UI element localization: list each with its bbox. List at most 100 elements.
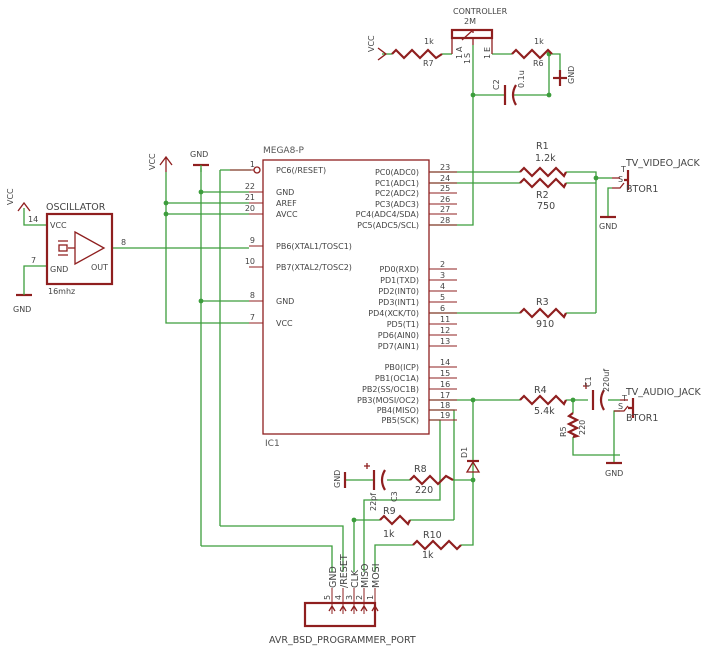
programmer-header-body <box>303 601 377 628</box>
mcu-pin-number: 20 <box>245 204 255 213</box>
junction-dot <box>470 92 476 98</box>
mcu-pin-number: 13 <box>440 337 450 346</box>
r5-value: 220 <box>578 420 587 435</box>
pot-pin-a: A <box>455 46 464 52</box>
mcu-pin-number: 15 <box>440 369 450 378</box>
junction-dot <box>351 517 357 523</box>
tv-video-jack: TV_VIDEO_JACK T S BTOR1 <box>612 158 700 195</box>
crystal-body <box>58 244 68 252</box>
audio-jack-s: S <box>618 402 623 411</box>
resistor-r5: R5 220 <box>559 412 587 439</box>
r5-ref: R5 <box>559 426 568 437</box>
video-jack-ref: BTOR1 <box>626 184 658 195</box>
resistor-r10: R10 1k <box>412 530 462 561</box>
diode-d1: D1 <box>460 447 481 473</box>
programmer-pin-number: 4 <box>334 595 343 600</box>
crystal-icon <box>58 240 68 256</box>
r7-ref: R7 <box>423 59 434 68</box>
vcc-arrow-icon <box>159 155 173 172</box>
mcu-ref: IC1 <box>265 439 280 449</box>
pot-pin-num: 1 <box>463 59 472 64</box>
oscillator-title: OSCILLATOR <box>46 202 106 213</box>
oscillator-body <box>45 212 114 286</box>
mcu-pin-number: 23 <box>440 163 450 172</box>
mcu-pin-number: 7 <box>250 313 255 322</box>
mcu-pin-number: 18 <box>440 401 450 410</box>
pin-arrow-icon <box>371 604 379 612</box>
mcu-pin-label: PD7(AIN1) <box>378 342 419 351</box>
capacitor-curved-plate <box>511 84 517 106</box>
resistor-zigzag-icon <box>519 394 567 406</box>
mcu-left-pins: 1PC6(/RESET)22GND21AREF20AVCC9PB6(XTAL1/… <box>230 160 352 328</box>
oscillator-pin-num: 8 <box>121 238 126 247</box>
programmer-pin-label: MOSI <box>371 563 382 588</box>
video-jack-t: T <box>620 165 626 174</box>
pot-pin-s: S <box>463 53 472 58</box>
mcu-pin-number: 28 <box>440 216 450 225</box>
r8-value: 220 <box>415 485 433 496</box>
d1-ref: D1 <box>460 447 469 458</box>
controller-potentiometer: CONTROLLER 2M A E S 1 1 1 <box>450 7 508 64</box>
mcu-pin-number: 24 <box>440 174 450 183</box>
resistor-r9: R9 1k <box>379 506 411 540</box>
mcu-pin-label: PD3(INT1) <box>378 298 419 307</box>
mcu-pin-number: 27 <box>440 205 450 214</box>
power-symbols: VCC GND VCC GND VCC GND GND GND GND <box>6 35 623 488</box>
r2-ref: R2 <box>536 190 549 201</box>
top-vcc-label: VCC <box>367 35 376 52</box>
resistor-r6: 1k R6 <box>511 37 553 68</box>
mcu-pin-label: PB2(SS/OC1B) <box>362 385 419 394</box>
plus-icon <box>583 383 589 389</box>
resistor-r8: R8 220 <box>409 464 454 496</box>
mcu-pin-label: PD6(AIN0) <box>378 331 419 340</box>
diode-triangle-icon <box>465 460 481 473</box>
resistor-r7: 1k R7 <box>391 37 443 68</box>
jack-contact-icon <box>614 399 629 412</box>
programmer-pin-label: /RESET <box>339 554 350 588</box>
resistor-zigzag-icon <box>519 166 567 178</box>
controller-title: CONTROLLER <box>453 7 508 16</box>
gnd-label: GND <box>190 150 208 159</box>
mcu-pin-label: AVCC <box>276 210 298 219</box>
r7-value: 1k <box>424 37 434 46</box>
mcu-pin-number: 5 <box>440 293 445 302</box>
oscillator-pin-num: 7 <box>31 256 36 265</box>
c2-ref: C2 <box>492 79 501 90</box>
capacitor-c2: C2 0.1u <box>492 70 526 106</box>
resistor-zigzag-icon <box>519 307 567 319</box>
buffer-triangle-icon <box>74 230 106 266</box>
pot-pin-e: E <box>483 47 492 52</box>
resistor-r2: R2 750 <box>519 177 567 212</box>
mcu-pin-number: 11 <box>440 315 450 324</box>
resistor-r3: R3 910 <box>519 297 567 330</box>
c3-gnd-label: GND <box>333 470 342 488</box>
oscillator: OSCILLATOR VCC GND OUT 16mhz 14 7 8 <box>28 202 126 296</box>
mcu-name: MEGA8-P <box>263 146 305 156</box>
mcu-pin-number: 22 <box>245 182 255 191</box>
r2-value: 750 <box>537 201 555 212</box>
mcu-pin-label: PB5(SCK) <box>381 416 419 425</box>
mcu-pin-label: AREF <box>276 199 297 208</box>
mcu-pin-label: PD4(XCK/T0) <box>368 309 419 318</box>
capacitor-c1: C1 220uf <box>583 369 611 411</box>
junction-dot <box>163 211 169 217</box>
capacitor-c3: 22pf C3 <box>364 463 399 511</box>
mcu-pin-label: PB0(ICP) <box>385 363 419 372</box>
programmer-pin-number: 2 <box>355 595 364 600</box>
mcu-pin-label: PD2(INT0) <box>378 287 419 296</box>
r6-ref: R6 <box>533 59 544 68</box>
mcu-pin-label: PC4(ADC4/SDA) <box>356 210 419 219</box>
mcu-pin-label: PD5(T1) <box>387 320 419 329</box>
resistor-zigzag-icon <box>519 177 567 189</box>
resistor-zigzag-icon <box>412 539 462 551</box>
junction-dot <box>470 397 476 403</box>
video-jack-name: TV_VIDEO_JACK <box>625 158 700 169</box>
mcu-pin-number: 4 <box>440 282 445 291</box>
plus-icon <box>364 463 370 469</box>
r9-value: 1k <box>383 529 395 540</box>
audio-jack-t: T <box>621 394 627 403</box>
mcu-pin-label: PC0(ADC0) <box>375 168 419 177</box>
junction-dot <box>198 189 204 195</box>
